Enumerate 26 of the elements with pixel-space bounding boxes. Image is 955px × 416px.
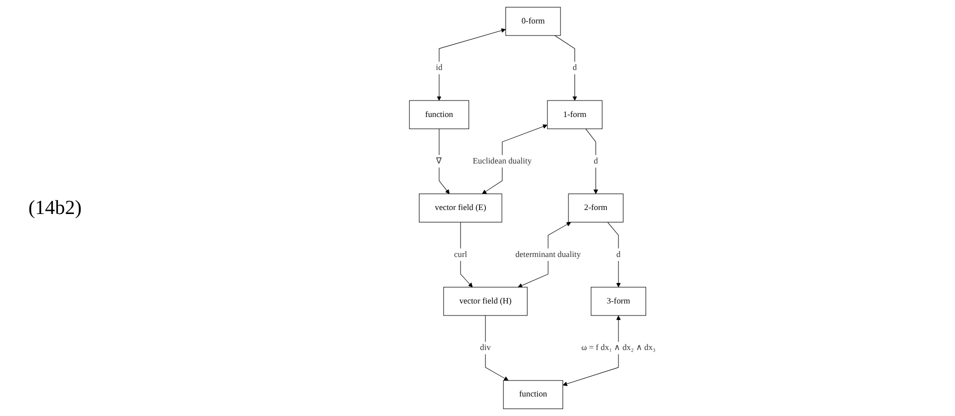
arrow (436, 28, 506, 101)
equation-number: (14b2) (27, 196, 83, 220)
edge-label: d (616, 250, 621, 259)
arrow (585, 128, 598, 194)
node-box: 0-form (505, 6, 561, 36)
edge-label: d (572, 63, 577, 72)
edge-label: id (436, 63, 442, 72)
arrow (438, 128, 450, 194)
node-box: 3-form (590, 286, 646, 316)
node-box: vector field (H) (443, 286, 528, 316)
edge-label: ∇ (436, 156, 442, 166)
edge-label: d (594, 156, 598, 166)
edge-label: div (480, 343, 491, 352)
node-box: vector field (E) (418, 194, 502, 222)
edge-label: determinant duality (515, 250, 581, 259)
arrow (485, 315, 509, 381)
node-box: function (409, 100, 470, 130)
node-box: function (503, 380, 564, 410)
edge-label: curl (454, 250, 468, 259)
edge-label: Euclidean duality (472, 156, 532, 166)
arrow (607, 222, 621, 288)
edge-label: ω = f dx₁ ∧ dx₂ ∧ dx₃ (581, 343, 656, 352)
arrow (460, 222, 473, 288)
node-box: 2-form (568, 194, 624, 222)
arrow (554, 35, 578, 101)
node-box: 1-form (547, 100, 602, 130)
